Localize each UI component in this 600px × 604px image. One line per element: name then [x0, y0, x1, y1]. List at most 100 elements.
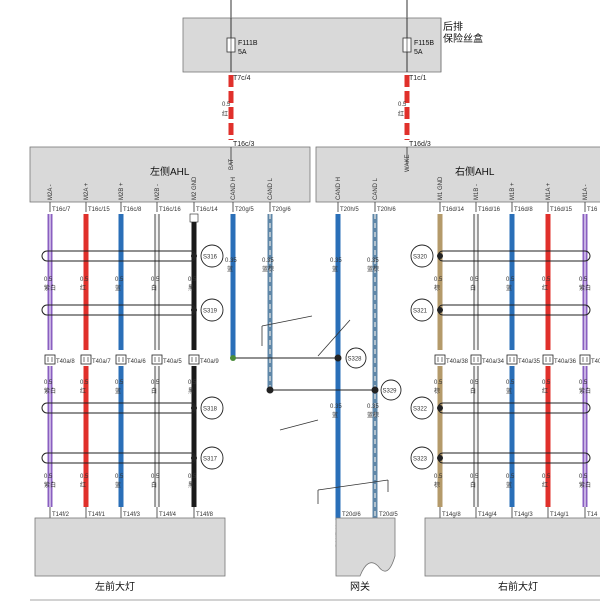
gauge-label: 0.5	[434, 474, 443, 480]
bat-pin-label: BAT	[229, 158, 235, 170]
right-ahl-module	[315, 146, 600, 203]
pin-designator: T14g/3	[514, 512, 533, 518]
pin-designator: T40a/7	[92, 359, 111, 365]
junction-dot	[437, 307, 443, 313]
harness-break	[279, 419, 319, 431]
module-pin-label: M2 GND	[192, 176, 198, 200]
pin-designator: T14g/4	[478, 512, 497, 518]
harness-break	[317, 479, 389, 491]
gauge-label: 0.5	[542, 474, 551, 480]
pin-designator: T16c/8	[123, 207, 142, 213]
color-label: 蓝棕	[262, 265, 274, 273]
gauge-label: 0.5	[470, 474, 479, 480]
pin-designator: T14f/3	[123, 512, 141, 518]
gateway-title: 网关	[350, 580, 370, 593]
splice-marker	[345, 347, 367, 369]
pin-designator: T16d/14	[442, 207, 465, 213]
pin-designator: T16d/16	[478, 207, 501, 213]
fuse-left-name: F111B	[238, 40, 258, 47]
color-label: 棕	[434, 387, 440, 395]
junction-dot	[230, 355, 236, 361]
ground-marker	[189, 213, 199, 223]
fuse-f111b: F111B 5A	[226, 18, 258, 72]
color-label: 蓝	[115, 481, 121, 489]
feed-wire-left: T7c/4 0.5 红 T16c/3	[222, 75, 255, 148]
color-label: 黑	[188, 388, 194, 395]
module-pin-label: CAND H	[336, 177, 342, 200]
gauge-label: 0.35	[367, 258, 379, 264]
right-lamp-title: 右前大灯	[498, 580, 538, 593]
right-headlamp	[424, 517, 600, 577]
pin-designator: T16c/15	[88, 207, 110, 213]
splice-label: S319	[203, 309, 218, 315]
fuse-f115b: F115B 5A	[402, 18, 434, 72]
gauge-label: 0.35	[367, 404, 379, 410]
color-label: 白	[470, 284, 476, 292]
gauge-label: 0.5	[80, 474, 89, 480]
pin-designator: T16c/7	[52, 207, 71, 213]
inline-connector	[115, 354, 127, 365]
fuse-box-title-1: 后排	[443, 20, 463, 33]
gauge-label: 0.5	[44, 277, 53, 283]
gauge-label: 0.5	[151, 380, 160, 386]
color-label: 红	[80, 481, 86, 489]
color-label: 黑	[188, 482, 194, 489]
splice-marker	[200, 396, 224, 420]
left-headlamp	[34, 517, 226, 577]
junction-dot	[437, 405, 443, 411]
fuse-left-amp: 5A	[238, 49, 247, 56]
module-pin-label: CAND H	[231, 177, 237, 200]
pin-designator: T20g/6	[272, 207, 291, 213]
fuse-box	[182, 17, 442, 73]
pin-label: T1c/1	[409, 75, 427, 82]
fuse-right-amp: 5A	[414, 49, 423, 56]
splice-marker	[410, 244, 434, 268]
module-pin-label: CAND L	[268, 177, 274, 200]
harness-break	[317, 319, 351, 357]
gauge-label: 0.5	[506, 380, 515, 386]
module-pin-label: M2A -	[48, 184, 54, 200]
color-label: 蓝	[506, 387, 512, 395]
left-ahl-module	[29, 146, 311, 203]
color-label: 红	[542, 481, 548, 489]
inline-connector	[434, 354, 446, 365]
pin-designator: T20h/5	[340, 207, 359, 213]
gauge-label: 0.35	[330, 404, 342, 410]
junction-dot	[334, 354, 342, 362]
splice-label: S322	[413, 407, 428, 413]
module-pin-label: M1A +	[546, 182, 552, 200]
gauge-label: 0.35	[225, 258, 237, 264]
junction-dot	[371, 386, 379, 394]
pin-designator: T14f/8	[196, 512, 214, 518]
splice-label: S321	[413, 309, 428, 315]
color-label: 蓝	[332, 411, 338, 419]
inline-connector	[542, 354, 554, 365]
gauge-label: 0.5	[434, 380, 443, 386]
splice-label: S316	[203, 255, 218, 261]
junction-dot	[437, 455, 443, 461]
pin-designator: T16c/14	[196, 207, 218, 213]
pin-designator: T40a/38	[446, 359, 469, 365]
pin-designator: T20h/6	[377, 207, 396, 213]
splice-label: S320	[413, 255, 428, 261]
color-label: 紫白	[579, 481, 591, 489]
module-pin-label: M2B +	[119, 182, 125, 200]
pin-designator: T14f/2	[52, 512, 70, 518]
gauge-label: 0.5	[115, 380, 124, 386]
pin-designator: T16d/8	[514, 207, 533, 213]
inline-connector	[188, 354, 200, 365]
splice-label: S318	[203, 407, 218, 413]
gauge-label: 0.5	[151, 474, 160, 480]
junction-dot	[266, 386, 274, 394]
gauge-label: 0.5	[80, 380, 89, 386]
pin-designator: T40a/9	[200, 359, 219, 365]
inline-connector	[579, 354, 591, 365]
module-pin-label: M1B -	[474, 184, 480, 200]
splice-label: S328	[348, 357, 363, 363]
gauge-label: 0.5	[506, 474, 515, 480]
inline-connector	[151, 354, 163, 365]
color-label: 红	[222, 110, 228, 118]
pin-designator: T20d/6	[342, 512, 361, 518]
left-lamp-title: 左前大灯	[95, 580, 135, 593]
